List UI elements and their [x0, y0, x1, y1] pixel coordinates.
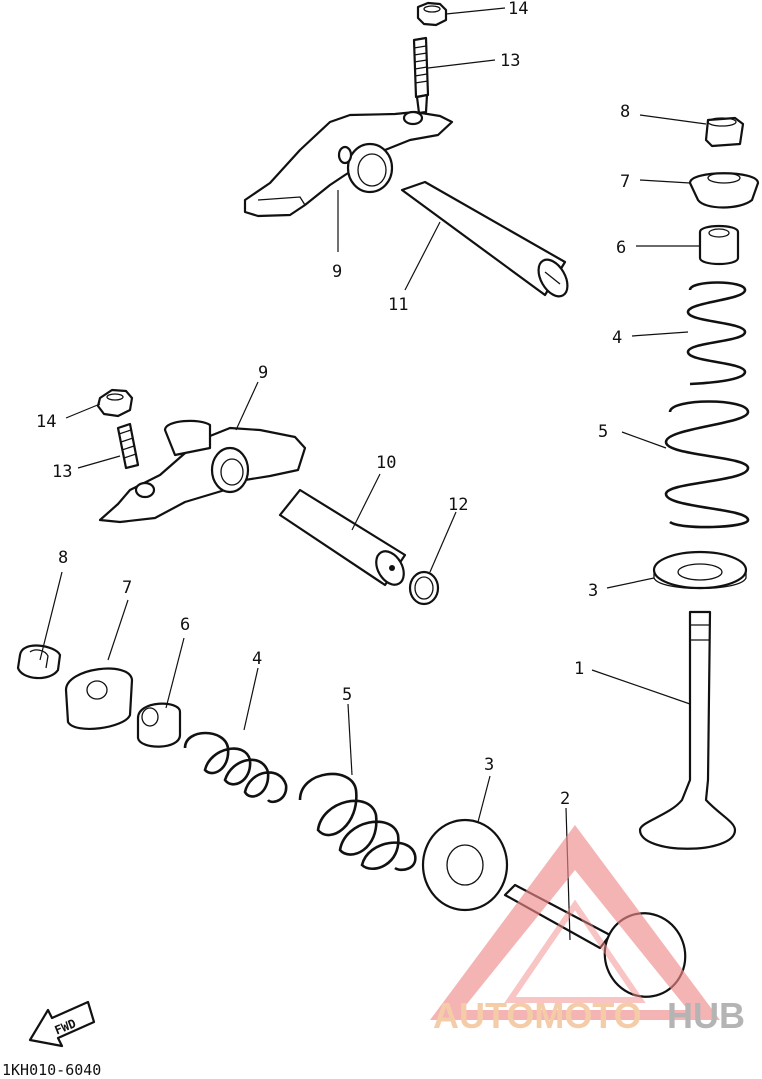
outer-spring-right [664, 400, 750, 529]
callout-5-left: 5 [342, 685, 352, 705]
spring-seat-right [652, 550, 748, 590]
valve-cotter-left [16, 644, 62, 680]
inner-spring-right [686, 281, 747, 386]
callout-9-top: 9 [332, 262, 342, 282]
valve-right [638, 610, 737, 850]
spring-seat-left [421, 818, 509, 912]
callout-5-right: 5 [598, 422, 608, 442]
drawing-code: 1KH010-6040 [2, 1061, 101, 1079]
rocker-shaft-mid [278, 488, 407, 587]
callout-7-right: 7 [620, 172, 630, 192]
callout-7-left: 7 [122, 578, 132, 598]
spring-retainer-left [64, 667, 134, 730]
callout-3-right: 3 [588, 581, 598, 601]
rocker-arm-mid [98, 419, 307, 524]
watermark-brand-part2: HUB [667, 995, 745, 1036]
callout-12: 12 [448, 495, 468, 515]
callout-3-left: 3 [484, 755, 494, 775]
spring-retainer-right [688, 172, 760, 209]
callout-13-top: 13 [500, 51, 520, 71]
valve-cotter-right [704, 116, 745, 148]
callout-6-left: 6 [180, 615, 190, 635]
callout-13-mid: 13 [52, 462, 72, 482]
callout-8-right: 8 [620, 102, 630, 122]
adjuster-nut-mid [96, 388, 134, 418]
watermark-brand-part1: AUTOMOTO [433, 995, 642, 1036]
fwd-arrow-icon: FWD [28, 1000, 96, 1048]
inner-spring-left [183, 731, 288, 804]
valve-stem-seal-left [136, 702, 182, 748]
o-ring [408, 570, 440, 606]
callout-numbers: 14 13 9 11 8 7 6 4 5 3 1 9 14 13 10 12 8… [36, 0, 630, 809]
rocker-shaft-top [400, 180, 569, 298]
watermark-triangle-icon [430, 825, 720, 1020]
callout-6-right: 6 [616, 238, 626, 258]
adjuster-screw-top [412, 36, 430, 115]
callout-1: 1 [574, 659, 584, 679]
valve-stem-seal-right [698, 224, 740, 266]
callout-9-mid: 9 [258, 363, 268, 383]
callout-4-right: 4 [612, 328, 622, 348]
watermark-logo: AUTOMOTO HUB [430, 825, 745, 1036]
callout-8-left: 8 [58, 548, 68, 568]
rocker-arm-top [243, 110, 454, 218]
callout-4-left: 4 [252, 649, 262, 669]
callout-14-top: 14 [508, 0, 528, 19]
callout-2: 2 [560, 789, 570, 809]
leader-lines [39, 7, 707, 941]
outer-spring-left [298, 772, 417, 872]
callout-10: 10 [376, 453, 396, 473]
callout-14-mid: 14 [36, 412, 56, 432]
adjuster-nut-top [416, 1, 448, 27]
adjuster-screw-mid [116, 422, 140, 470]
callout-11: 11 [388, 295, 408, 315]
